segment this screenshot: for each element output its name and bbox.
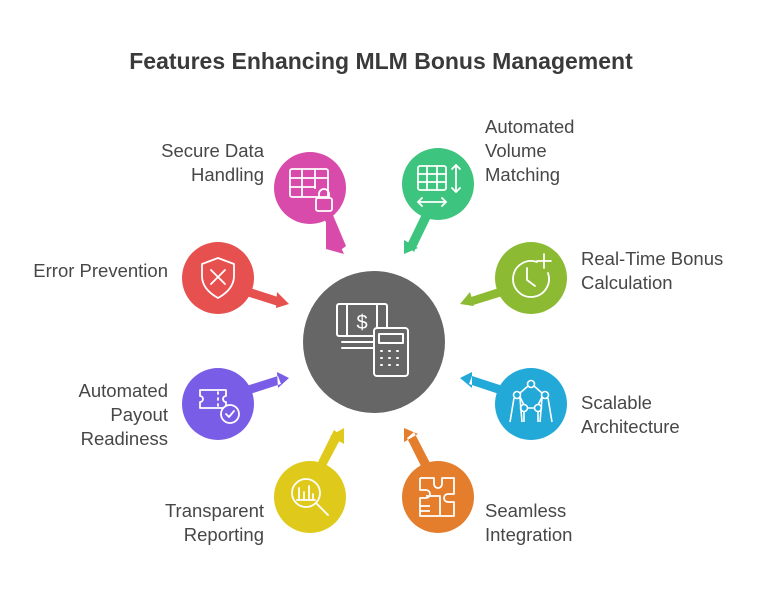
diagram-title: Features Enhancing MLM Bonus Management (129, 48, 633, 74)
label-automated-payout-readiness: Automated Payout Readiness (78, 380, 168, 449)
label-real-time-bonus-calculation: Real-Time Bonus Calculation (581, 248, 724, 293)
puzzle-pieces-icon (419, 477, 455, 517)
center-hub: $ (303, 271, 445, 413)
feature-transparent-reporting (274, 428, 346, 533)
clock-plus-icon (512, 253, 552, 298)
feature-scalable-architecture (460, 368, 567, 440)
network-structure-icon (509, 379, 553, 423)
label-error-prevention: Error Prevention (33, 260, 168, 281)
feature-real-time-bonus-calculation (460, 242, 567, 314)
feature-secure-data-handling (274, 152, 346, 254)
table-lock-icon (289, 168, 333, 212)
feature-automated-payout-readiness (182, 368, 289, 440)
feature-seamless-integration (402, 428, 474, 533)
shield-x-icon (201, 257, 235, 299)
magnifier-report-icon (291, 478, 329, 516)
label-seamless-integration: Seamless Integration (485, 500, 573, 545)
money-calculator-icon: $ (336, 303, 409, 377)
ticket-check-icon (199, 389, 240, 424)
label-automated-volume-matching: Automated Volume Matching (485, 116, 575, 185)
feature-automated-volume-matching (402, 148, 474, 254)
label-transparent-reporting: Transparent Reporting (164, 500, 264, 545)
label-scalable-architecture: Scalable Architecture (581, 392, 680, 437)
label-secure-data-handling: Secure Data Handling (161, 140, 264, 185)
table-arrows-icon (416, 163, 461, 207)
feature-error-prevention (182, 242, 289, 314)
svg-text:$: $ (356, 312, 367, 334)
